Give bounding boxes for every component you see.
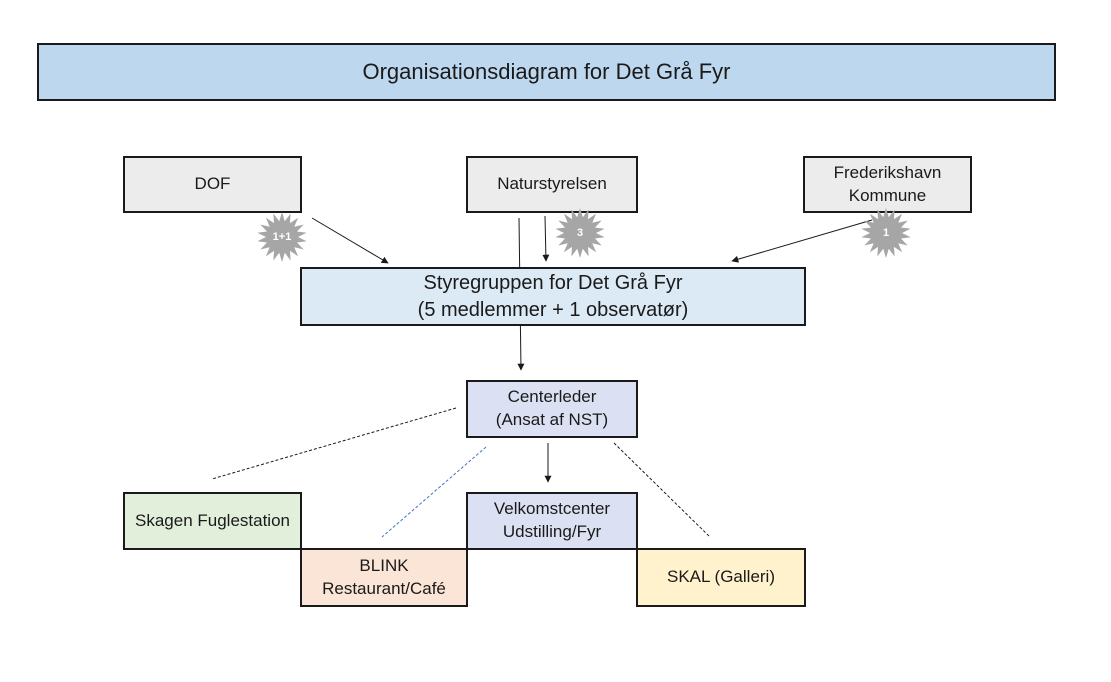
starburst-icon: [861, 208, 911, 258]
seat-count-naturstyrelsen: 3: [576, 227, 584, 239]
seat-count-badge-naturstyrelsen: 3: [553, 206, 607, 260]
unit-skagen-label: Skagen Fuglestation: [135, 510, 290, 530]
stakeholder-fk-line-2: Kommune: [848, 185, 927, 205]
unit-blink: BLINK Restaurant/Café: [300, 548, 468, 607]
starburst-icon: [555, 208, 605, 258]
arrow-nst-to-board: [542, 215, 550, 262]
arrow-fk-to-board: [731, 219, 873, 263]
seat-count-frederikshavn-kommune: 1: [882, 227, 890, 239]
diagram-title-text: Organisationsdiagram for Det Grå Fyr: [362, 59, 731, 85]
seat-count-badge-frederikshavn-kommune: 1: [859, 206, 913, 260]
starburst-icon: [257, 212, 307, 262]
dotted-link-skal: [613, 442, 711, 538]
stakeholder-dof-label: DOF: [194, 174, 231, 194]
stakeholder-fk-line-1: Frederikshavn: [833, 162, 942, 182]
unit-skagen-fuglestation: Skagen Fuglestation: [123, 492, 302, 550]
arrow-dof-to-board: [311, 217, 389, 264]
stakeholder-naturstyrelsen: Naturstyrelsen: [466, 156, 638, 213]
unit-skal-label: SKAL (Galleri): [666, 567, 775, 587]
unit-velkomstcenter-line-2: Udstilling/Fyr: [502, 522, 602, 541]
center-manager-box: Centerleder (Ansat af NST): [466, 380, 638, 438]
unit-velkomstcenter: Velkomstcenter Udstilling/Fyr: [466, 492, 638, 550]
steering-group-box: Styregruppen for Det Grå Fyr (5 medlemme…: [300, 267, 806, 326]
unit-velkomstcenter-line-1: Velkomstcenter: [493, 499, 611, 519]
seat-count-dof: 1+1: [272, 231, 292, 243]
stakeholder-naturstyrelsen-label: Naturstyrelsen: [497, 174, 607, 194]
steering-group-name: Styregruppen for Det Grå Fyr: [423, 271, 683, 294]
diagram-title: Organisationsdiagram for Det Grå Fyr: [37, 43, 1056, 101]
center-manager-title: Centerleder: [507, 387, 597, 407]
unit-blink-line-1: BLINK: [359, 555, 409, 575]
unit-blink-line-2: Restaurant/Café: [322, 578, 446, 598]
dotted-link-skagen: [211, 407, 457, 480]
center-manager-employer: (Ansat af NST): [495, 410, 609, 429]
dotted-link-blink: [381, 446, 487, 538]
steering-group-members: (5 medlemmer + 1 observatør): [417, 298, 689, 321]
stakeholder-dof: DOF: [123, 156, 302, 213]
unit-skal-galleri: SKAL (Galleri): [636, 548, 806, 607]
stakeholder-frederikshavn-kommune: Frederikshavn Kommune: [803, 156, 972, 213]
seat-count-badge-dof: 1+1: [255, 210, 309, 264]
